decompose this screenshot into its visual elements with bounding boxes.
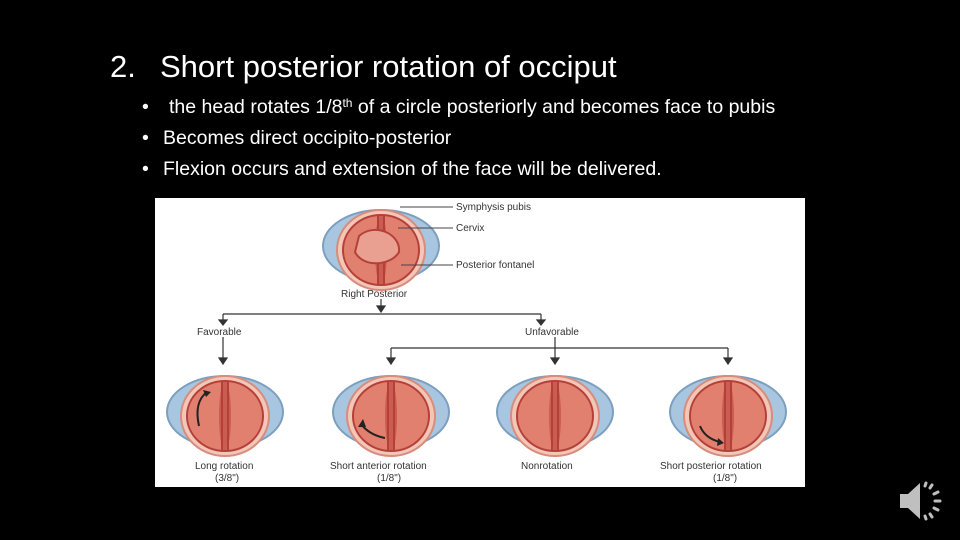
- label-symphysis-pubis: Symphysis pubis: [456, 202, 531, 213]
- bullet-list: the head rotates 1/8th of a circle poste…: [142, 92, 775, 185]
- title-text: Short posterior rotation of occiput: [160, 49, 617, 84]
- outcome-name: Short posterior rotation: [660, 461, 762, 472]
- head-nonrotation: [496, 375, 614, 457]
- outcome-name: Long rotation: [195, 461, 253, 472]
- bullet-text: Becomes direct occipito-posterior: [163, 127, 452, 149]
- label-cervix: Cervix: [456, 223, 484, 234]
- bullet-text: the head rotates 1/8: [169, 96, 343, 118]
- label-right-posterior: Right Posterior: [341, 289, 408, 300]
- connector-lines: [217, 299, 734, 366]
- bullet-text: of a circle posteriorly and becomes face…: [352, 96, 776, 118]
- bullet-item: Flexion occurs and extension of the face…: [142, 154, 775, 185]
- head-short-posterior-rotation: [669, 375, 787, 457]
- top-head-illustration: [322, 209, 440, 291]
- outcome-name: Nonrotation: [521, 461, 573, 472]
- outcome-fraction: (3/8"): [215, 473, 239, 484]
- bullet-item: the head rotates 1/8th of a circle poste…: [142, 92, 775, 123]
- speaker-icon-svg: [900, 481, 942, 521]
- title-number: 2.: [110, 49, 136, 84]
- speaker-icon[interactable]: [896, 478, 948, 526]
- label-posterior-fontanel: Posterior fontanel: [456, 260, 534, 271]
- bullet-superscript: th: [342, 96, 353, 110]
- slide-title: 2. Short posterior rotation of occiput: [110, 48, 617, 86]
- bullet-text: Flexion occurs and extension of the face…: [163, 158, 662, 180]
- label-unfavorable: Unfavorable: [525, 327, 579, 338]
- label-favorable: Favorable: [197, 327, 242, 338]
- head-long-rotation: [166, 375, 284, 457]
- bullet-item: Becomes direct occipito-posterior: [142, 123, 775, 154]
- head-short-anterior-rotation: [332, 375, 450, 457]
- outcome-name: Short anterior rotation: [330, 461, 427, 472]
- outcome-fraction: (1/8"): [713, 473, 737, 484]
- rotation-diagram-svg: Symphysis pubis Cervix Posterior fontane…: [166, 202, 787, 484]
- outcome-fraction: (1/8"): [377, 473, 401, 484]
- rotation-diagram: Symphysis pubis Cervix Posterior fontane…: [155, 198, 805, 487]
